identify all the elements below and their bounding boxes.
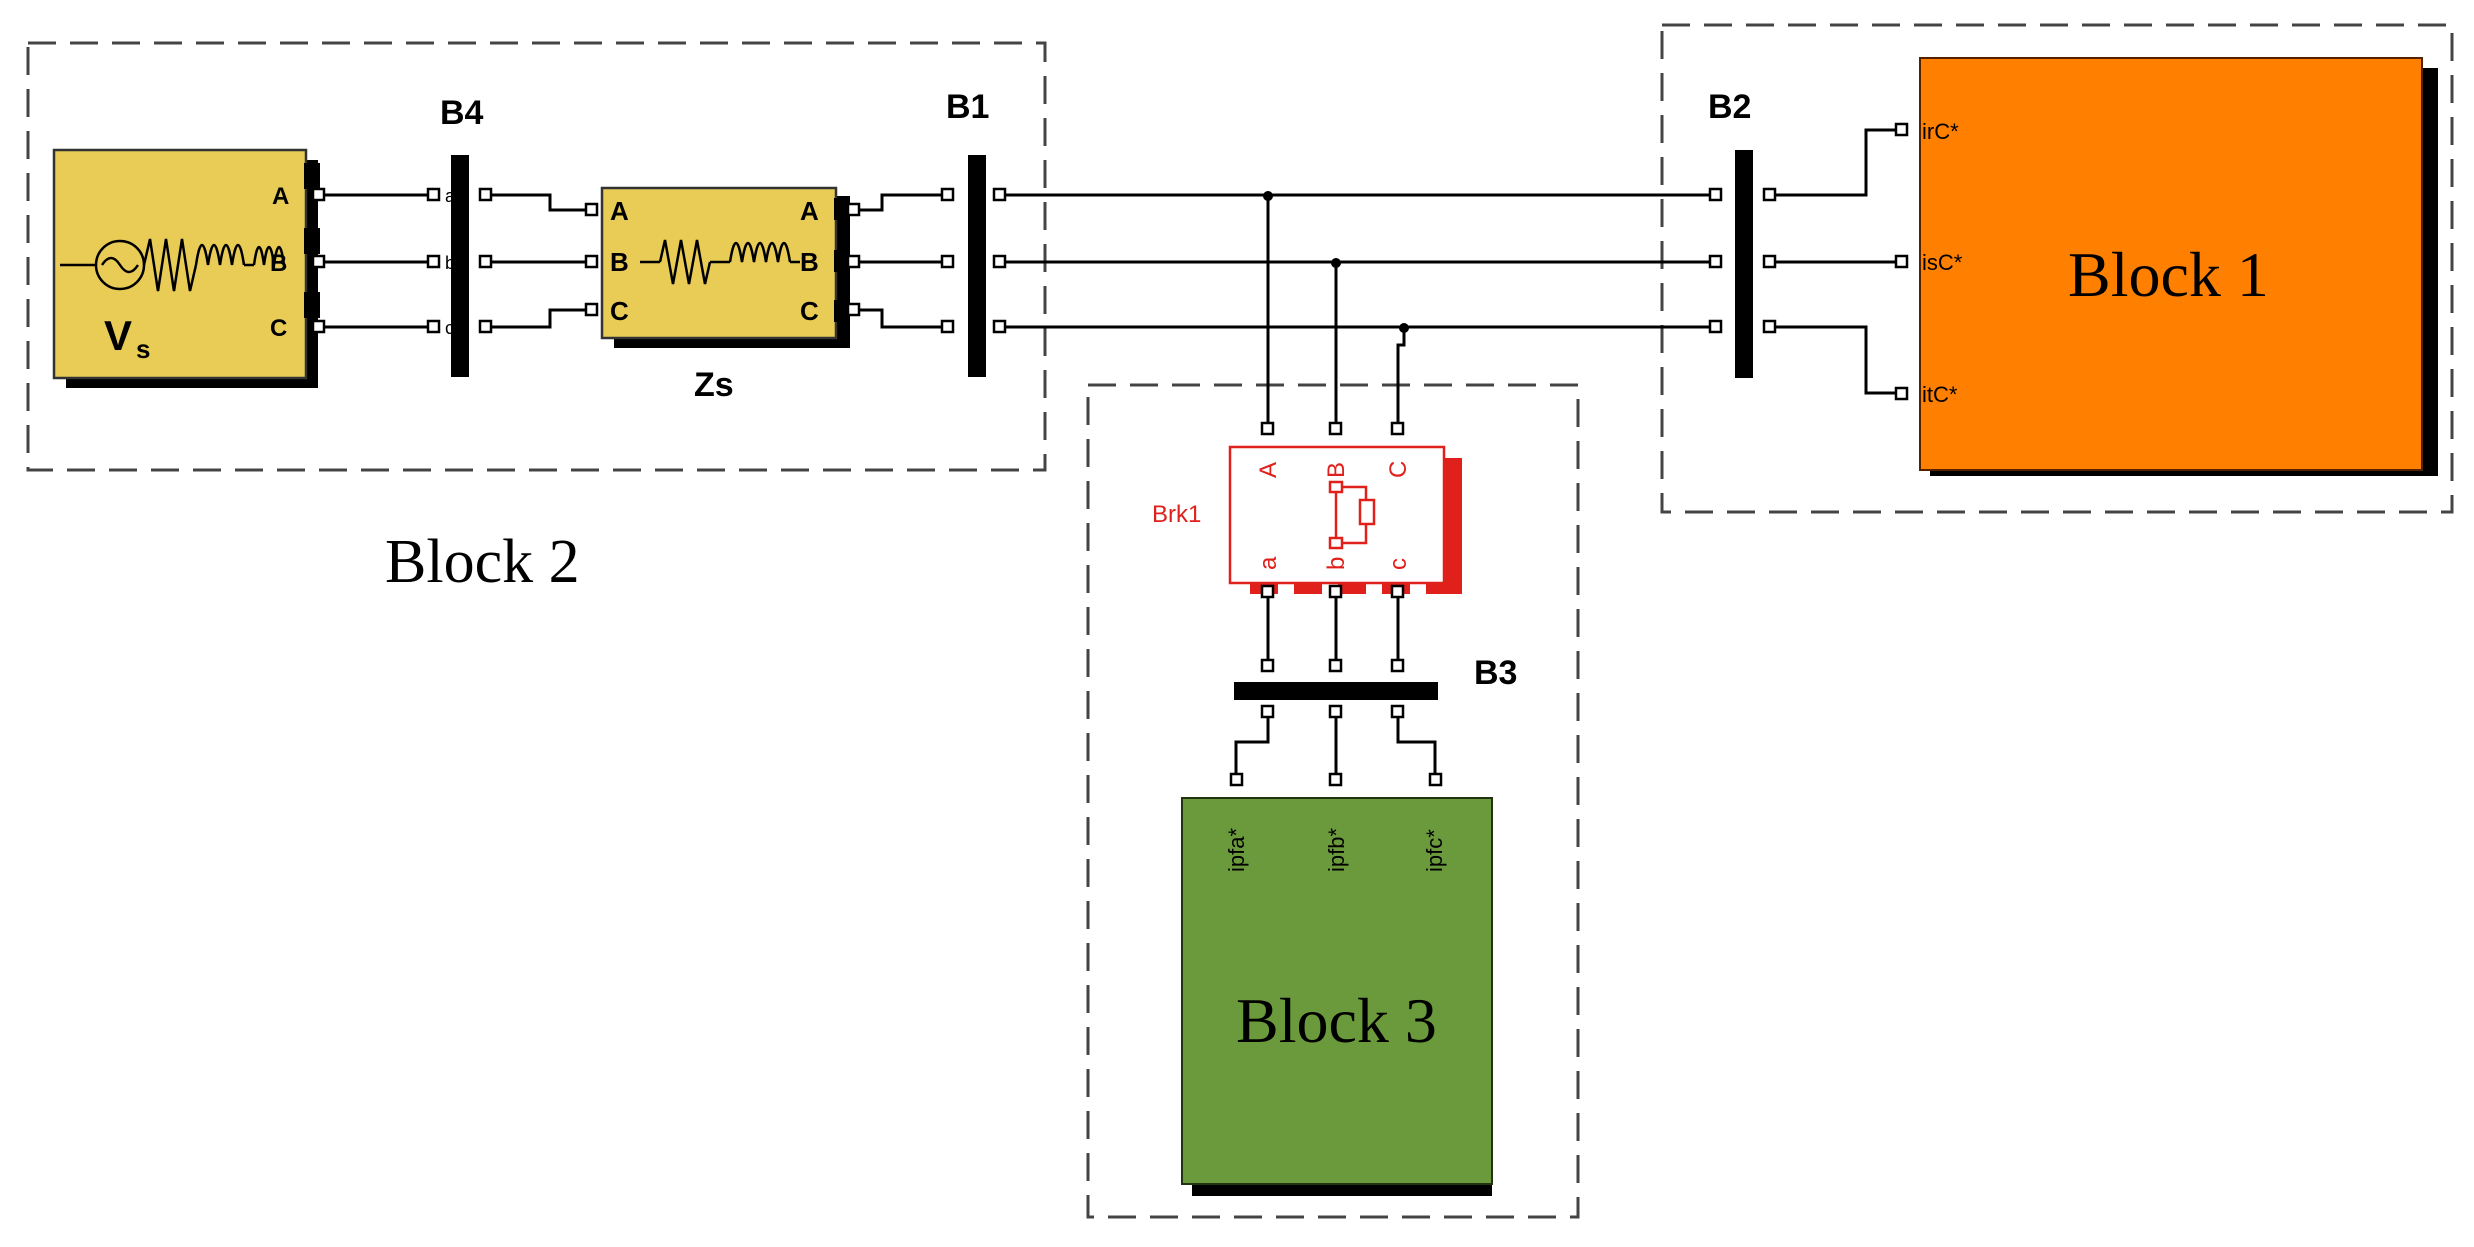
impedance-out-c-label: C	[800, 296, 819, 326]
breaker-brk1: Brk1 A B C a b c	[1152, 421, 1462, 599]
impedance-symbol-icon	[640, 239, 800, 285]
impedance-in-c-label: C	[610, 296, 629, 326]
block3-port-ipfa-label: ipfa*	[1224, 828, 1249, 872]
impedance-label: Zs	[694, 366, 734, 404]
impedance-out-b-label: B	[800, 247, 819, 277]
source-symbol-icon	[60, 238, 286, 292]
block2-label: Block 2	[385, 528, 580, 596]
source-port-a-label: A	[272, 183, 289, 210]
block1-port-isc-label: isC*	[1922, 250, 1963, 275]
bus-b3-label: B3	[1474, 654, 1517, 692]
bus-b1-label: B1	[946, 88, 989, 126]
breaker-switch-icon	[1328, 480, 1376, 550]
block3-label: Block 3	[1236, 985, 1437, 1056]
bus-b4-port-b-mark: b	[445, 253, 455, 273]
block1-frame	[1660, 23, 2454, 514]
breaker-bottom-port-a-label: a	[1255, 556, 1282, 570]
bus-b3: B3	[1234, 654, 1517, 719]
series-impedance: Zs A B C A B C	[584, 186, 861, 404]
wires	[322, 128, 1898, 778]
bus-b4-port-a-mark: a	[445, 186, 456, 206]
block3: Block 3 ipfa* ipfb* ipfc*	[1181, 772, 1493, 1196]
breaker-bottom-port-c-label: c	[1385, 558, 1412, 570]
bus-b4-label: B4	[440, 94, 484, 132]
breaker-top-port-b-label: B	[1323, 462, 1350, 478]
bus-b2-label: B2	[1708, 88, 1751, 126]
block3-port-ipfc-label: ipfc*	[1422, 829, 1447, 872]
source-port-c-label: C	[270, 315, 287, 342]
block1-label: Block 1	[2068, 239, 2269, 310]
breaker-bottom-port-b-label: b	[1323, 557, 1350, 570]
block3-port-ipfb-label: ipfb*	[1324, 828, 1349, 872]
breaker-label: Brk1	[1152, 501, 1201, 528]
block2-frame	[26, 41, 1047, 472]
impedance-out-a-label: A	[800, 196, 819, 226]
source-label: V	[104, 312, 132, 359]
impedance-in-b-label: B	[610, 247, 629, 277]
bus-b4-port-c-mark: c	[445, 318, 454, 338]
block1: Block 1 irC* isC* itC*	[1894, 57, 2438, 476]
block3-frame	[1086, 383, 1580, 1219]
block3-body	[1181, 797, 1493, 1185]
bus-b2: B2	[1708, 88, 1777, 378]
impedance-in-a-label: A	[610, 196, 629, 226]
three-phase-source: V s A B C	[52, 148, 326, 388]
junctions	[1263, 191, 1409, 333]
source-port-b-label: B	[270, 250, 287, 277]
breaker-top-port-c-label: C	[1385, 461, 1412, 478]
breaker-top-port-a-label: A	[1255, 462, 1282, 478]
source-label-subscript: s	[136, 334, 150, 364]
bus-b1: B1	[940, 88, 1007, 377]
block1-port-itc-label: itC*	[1922, 382, 1958, 407]
block1-port-irc-label: irC*	[1922, 119, 1959, 144]
block1-body	[1919, 57, 2423, 471]
bus-b4: B4 a b c	[426, 94, 493, 377]
